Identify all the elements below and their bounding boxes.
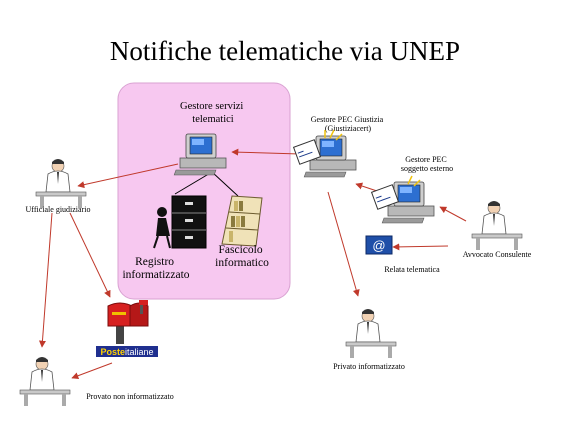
flow-arrows <box>38 148 467 380</box>
privato-informatizzato-label: Privato informatizzato <box>333 362 405 371</box>
ufficiale-label: Ufficiale giudiziario <box>26 205 91 214</box>
arrow-giustizia-to-privato <box>327 191 360 297</box>
svg-text:@: @ <box>372 238 385 253</box>
envelope-icon <box>370 184 400 210</box>
arrow-servizi-to-ufficiale <box>77 163 179 189</box>
arrow-giustizia-to-servizi <box>231 148 301 156</box>
gestore-servizi-label: Gestore servizi telematici <box>180 101 246 125</box>
person-at-desk-icon <box>345 308 397 359</box>
person-at-desk-icon <box>35 158 87 209</box>
fascicolo-label: Fascicolo informatico <box>215 244 269 269</box>
filing-cabinet-icon <box>153 195 207 249</box>
arrow-ufficiale-to-poste <box>69 212 111 298</box>
gestore-pec-esterno-label: Gestore PEC soggetto esterno <box>401 155 453 173</box>
relata-label: Relata telematica <box>384 265 440 274</box>
privato-non-informatizzato-label: Provato non informatizzato <box>86 392 174 401</box>
page-title: Notifiche telematiche via UNEP <box>110 36 460 66</box>
poste-logo-bar <box>96 346 158 357</box>
bookshelf-icon <box>221 195 263 247</box>
signal-lines <box>407 175 421 187</box>
arrow-ufficiale-to-privato-non <box>38 212 53 348</box>
arrow-avvocato-to-esterno <box>439 206 467 222</box>
link-servizi-registro <box>174 171 213 195</box>
email-at-icon: @ <box>365 235 393 255</box>
person-at-desk-icon <box>471 200 523 251</box>
link-servizi-fascicolo <box>211 171 239 197</box>
registro-label: Registro informatizzato <box>122 256 189 281</box>
person-at-desk-icon <box>19 356 71 407</box>
mailbox-icon <box>107 300 149 344</box>
gestore-pec-giustizia-label: Gestore PEC Giustizia (Giustiziacert) <box>311 115 385 133</box>
arrow-relata-to-email <box>392 243 449 251</box>
envelope-icon <box>292 139 322 165</box>
avvocato-label: Avvocato Consulente <box>463 250 532 259</box>
signal-lines <box>324 129 343 141</box>
arrow-poste-to-privato-non <box>71 362 113 380</box>
poste-logo: Posteitaliane <box>100 347 153 357</box>
